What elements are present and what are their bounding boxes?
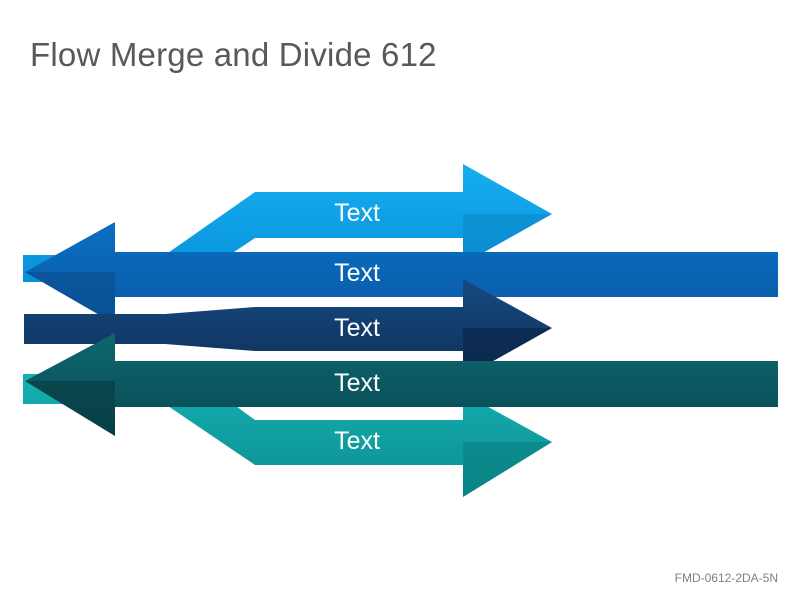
arrow-5-label: Text — [334, 427, 380, 455]
arrow-2-label: Text — [334, 259, 380, 287]
arrow-2: Text — [25, 222, 778, 324]
arrow-3-label: Text — [334, 314, 380, 342]
arrow-5: Text — [23, 374, 552, 497]
arrow-1: Text — [23, 164, 552, 282]
slide-code: FMD-0612-2DA-5N — [674, 571, 778, 585]
arrow-4: Text — [25, 333, 778, 436]
arrow-1-label: Text — [334, 199, 380, 227]
slide-title: Flow Merge and Divide 612 — [30, 36, 437, 73]
arrow-4-label: Text — [334, 369, 380, 397]
